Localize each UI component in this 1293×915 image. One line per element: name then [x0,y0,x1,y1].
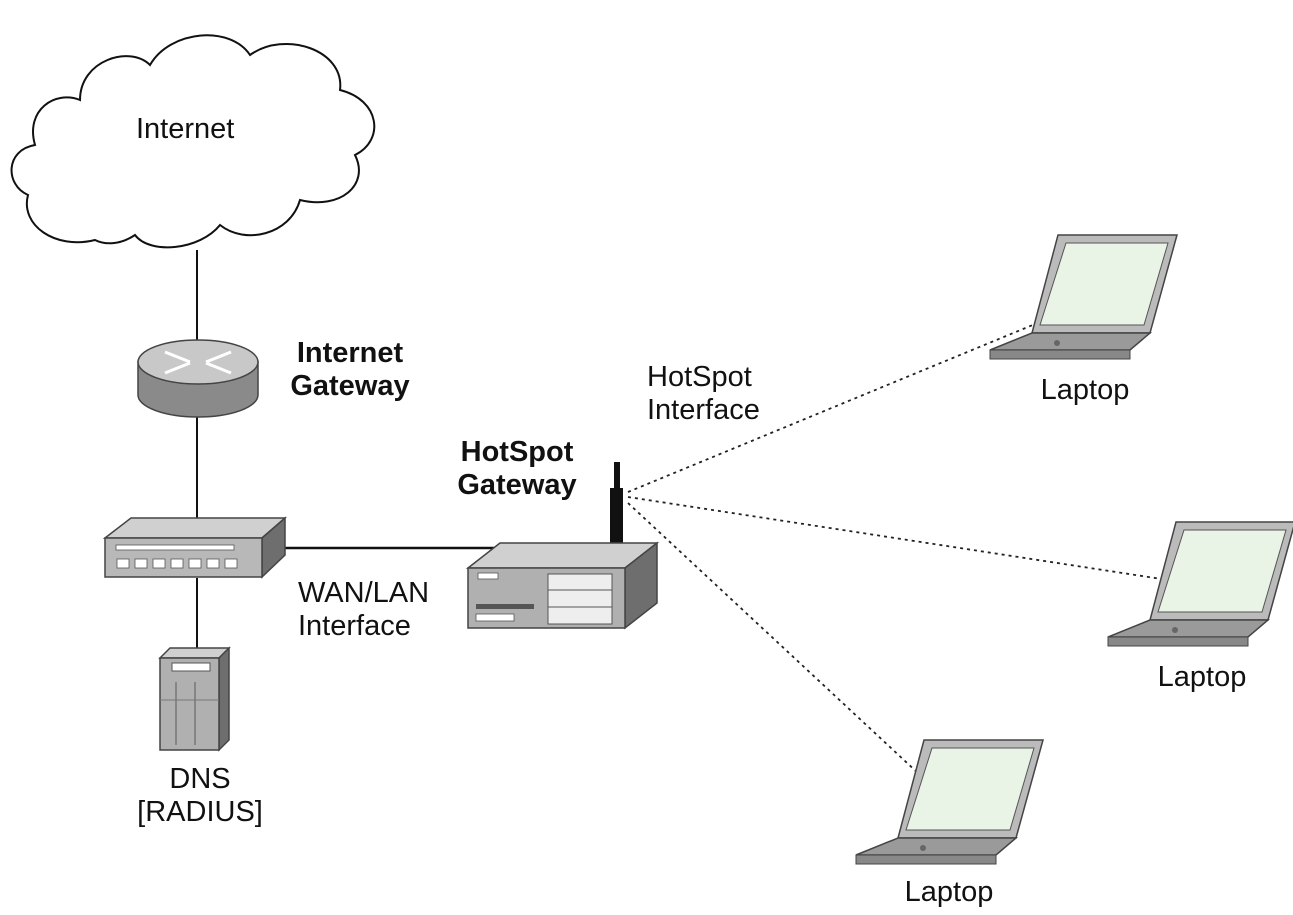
laptop-icon [855,739,1044,865]
wireless-links [627,321,1169,776]
hotspot-gateway-icon [465,462,660,630]
internet-cloud [10,34,376,249]
internet-gateway-label-line2: Gateway [290,370,410,402]
laptop-label: Laptop [1157,661,1247,693]
hotspot-gateway-label-line1: HotSpot [460,436,574,468]
laptop-label: Laptop [1040,374,1130,406]
hotspot-interface-label: HotSpot Interface [647,361,760,427]
laptop-icon [1107,521,1293,647]
wan-lan-interface-label-line2: Interface [298,610,411,642]
hotspot-interface-label-line2: Interface [647,394,760,426]
wan-lan-interface-label: WAN/LAN Interface [298,577,429,643]
wan-lan-interface-label-line1: WAN/LAN [298,577,430,609]
internet-gateway-label-line1: Internet [296,337,404,369]
server-icon [158,646,231,752]
laptop-label: Laptop [904,876,994,908]
hotspot-gateway-label-line2: Gateway [457,469,577,501]
switch-icon [102,516,288,579]
internet-gateway-label: Internet Gateway [270,337,430,403]
dns-label: DNS [RADIUS] [130,763,270,829]
hotspot-interface-label-line1: HotSpot [647,361,752,393]
hotspot-gateway-label: HotSpot Gateway [432,436,602,502]
dns-label-line1: DNS [169,763,231,795]
dns-label-line2: [RADIUS] [137,796,263,828]
laptop-icon [989,234,1178,360]
internet-label: Internet [136,113,235,145]
router-icon [137,339,259,418]
